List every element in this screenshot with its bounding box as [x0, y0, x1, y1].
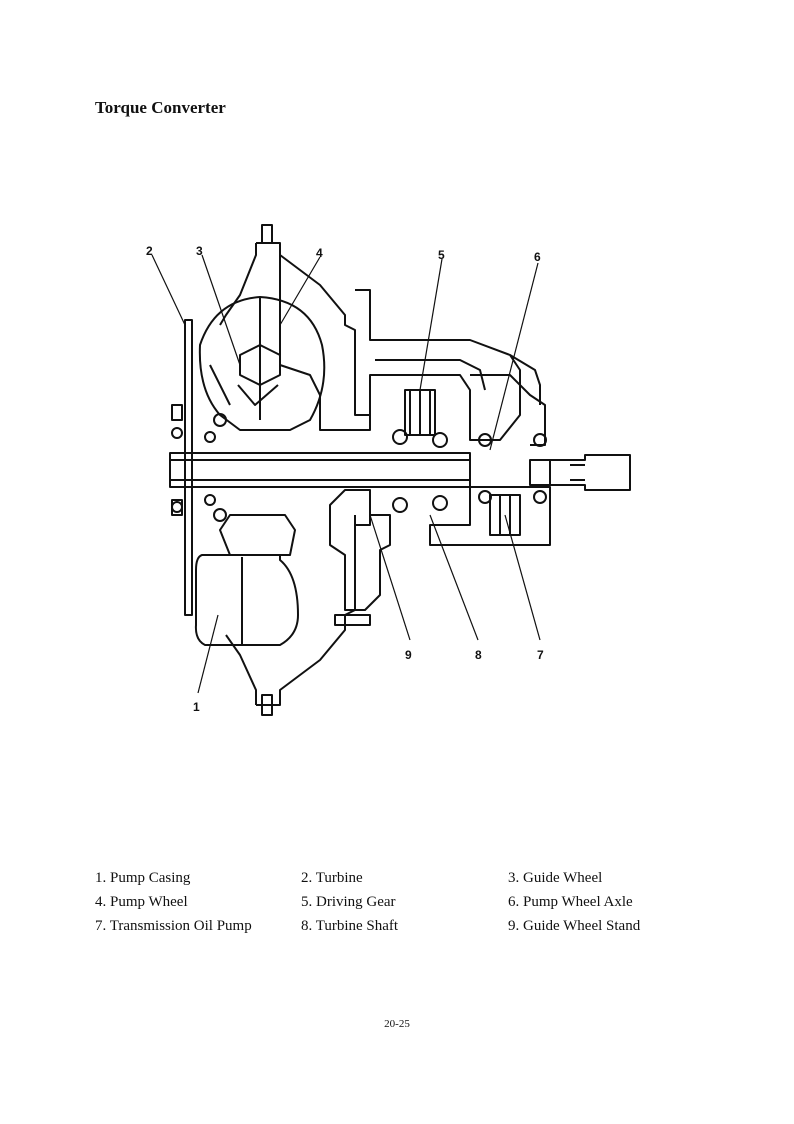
- callout-5: 5: [438, 248, 445, 262]
- driving-gear: [404, 389, 436, 436]
- drive-plate: [184, 319, 193, 616]
- pump-wheel-torus: [198, 296, 326, 431]
- torque-converter-diagram: 2 3 4 5 6 7 8 9 1: [130, 215, 650, 725]
- turbine-shaft: [169, 452, 471, 488]
- oil-pump-housing: [429, 486, 551, 546]
- callout-6: 6: [534, 250, 541, 264]
- callout-2: 2: [146, 244, 153, 258]
- page-number: 20-25: [384, 1018, 410, 1030]
- legend-item: 2. Turbine: [301, 869, 363, 886]
- legend-item: 3. Guide Wheel: [508, 869, 603, 886]
- pump-casing: [194, 554, 299, 646]
- housing-upper: [256, 242, 371, 431]
- callout-8: 8: [475, 648, 482, 662]
- callout-7: 7: [537, 648, 544, 662]
- page-title: Torque Converter: [95, 98, 226, 117]
- legend-item: 4. Pump Wheel: [95, 893, 188, 910]
- legend-item: 9. Guide Wheel Stand: [508, 917, 641, 934]
- legend-item: 7. Transmission Oil Pump: [95, 917, 252, 934]
- housing-lower: [256, 510, 371, 706]
- legend-item: 5. Driving Gear: [301, 893, 396, 910]
- legend-row: 7. Transmission Oil Pump 8. Turbine Shaf…: [95, 914, 715, 938]
- output-flange: [529, 454, 631, 491]
- legend-row: 4. Pump Wheel 5. Driving Gear 6. Pump Wh…: [95, 890, 715, 914]
- parts-legend: 1. Pump Casing 2. Turbine 3. Guide Wheel…: [95, 866, 715, 938]
- legend-row: 1. Pump Casing 2. Turbine 3. Guide Wheel: [95, 866, 715, 890]
- legend-item: 1. Pump Casing: [95, 869, 191, 886]
- callout-1: 1: [193, 700, 200, 714]
- callout-9: 9: [405, 648, 412, 662]
- gear-housing-upper: [355, 289, 521, 441]
- axle-housing: [470, 374, 546, 446]
- legend-item: 6. Pump Wheel Axle: [508, 893, 633, 910]
- top-lug: [261, 224, 273, 244]
- legend-item: 8. Turbine Shaft: [301, 917, 399, 934]
- callout-3: 3: [196, 244, 203, 258]
- callout-4: 4: [316, 246, 323, 260]
